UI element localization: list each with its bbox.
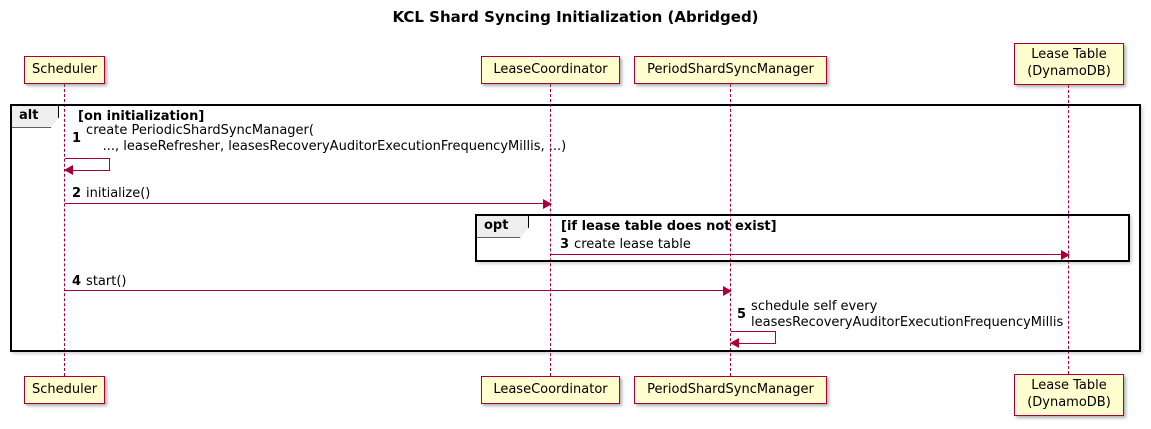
arrowhead-right-icon [1061,250,1070,260]
message-4-number: 4 [72,274,82,289]
lifeline-leasetable [1068,85,1069,374]
participant-leasetable-top: Lease Table (DynamoDB) [1014,43,1124,85]
participant-label: Lease Table (DynamoDB) [1027,47,1111,79]
message-2-label: 2 initialize() [72,186,150,202]
message-2-number: 2 [72,186,82,201]
message-3-label: 3 create lease table [560,237,691,253]
alt-frame: alt [on initialization] [10,104,1141,352]
message-3-text: create lease table [574,237,691,252]
lifeline-periodshardsyncmanager [730,84,731,376]
opt-frame-condition: [if lease table does not exist] [561,219,777,234]
message-3-number: 3 [560,237,570,252]
message-5-self-arrow [730,331,776,348]
arrowhead-left-icon [730,338,739,348]
participant-label: PeriodShardSyncManager [647,61,814,77]
participant-label: LeaseCoordinator [493,381,608,397]
participant-label: LeaseCoordinator [493,61,608,77]
participant-periodshardsyncmanager-bottom: PeriodShardSyncManager [634,376,827,404]
participant-scheduler-bottom: Scheduler [24,376,105,404]
participant-label: Scheduler [31,61,98,77]
message-5-number: 5 [737,307,747,323]
opt-frame: opt [if lease table does not exist] [475,214,1130,262]
message-2-text: initialize() [86,186,151,201]
alt-frame-condition: [on initialization] [78,109,205,124]
participant-label: PeriodShardSyncManager [647,381,814,397]
message-1-self-arrow [64,158,110,175]
message-1-label: 1 create PeriodicShardSyncManager( ..., … [72,123,566,156]
opt-frame-keyword: opt [477,216,530,238]
arrowhead-right-icon [543,199,552,209]
message-4-label: 4 start() [72,274,126,290]
participant-leasecoordinator-bottom: LeaseCoordinator [481,376,620,404]
message-3-arrow [551,250,1070,260]
lifeline-leasecoordinator [550,84,551,376]
arrowhead-right-icon [723,286,732,296]
arrowhead-left-icon [64,165,73,175]
participant-label: Scheduler [31,381,98,397]
message-1-number: 1 [72,131,82,147]
participant-label: Lease Table (DynamoDB) [1027,378,1111,410]
message-2-arrow [65,199,552,209]
message-5-text: schedule self every leasesRecoveryAudito… [751,299,1064,331]
participant-leasetable-bottom: Lease Table (DynamoDB) [1014,374,1124,416]
message-1-text: create PeriodicShardSyncManager( ..., le… [86,123,567,155]
message-5-label: 5 schedule self every leasesRecoveryAudi… [737,299,1063,332]
participant-periodshardsyncmanager-top: PeriodShardSyncManager [634,56,827,84]
participant-leasecoordinator-top: LeaseCoordinator [481,56,620,84]
message-4-text: start() [86,274,127,289]
diagram-title: KCL Shard Syncing Initialization (Abridg… [392,8,759,26]
alt-frame-keyword: alt [12,106,60,128]
participant-scheduler-top: Scheduler [24,56,105,84]
lifeline-scheduler [64,84,65,376]
message-4-arrow [65,286,732,296]
